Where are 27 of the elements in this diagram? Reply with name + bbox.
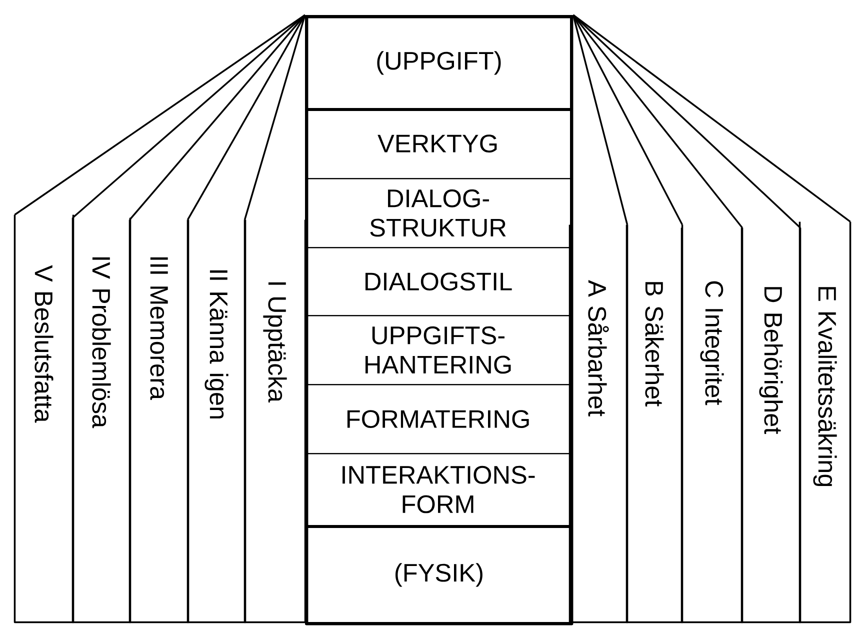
fan-line <box>244 14 306 220</box>
column-strip: V Beslutsfatta <box>14 214 74 624</box>
fan-line <box>572 14 628 225</box>
layer-box: FORMATERING <box>305 384 572 454</box>
layer-box: DIALOG- STRUKTUR <box>305 178 572 248</box>
column-strip: III Memorera <box>128 220 190 624</box>
fan-line <box>129 14 306 220</box>
fan-line <box>572 14 851 222</box>
layer-box: VERKTYG <box>305 108 572 180</box>
fan-line <box>572 14 684 226</box>
column-strip: IV Problemlösa <box>72 218 132 624</box>
column-strip: E Kvalitetssäkring <box>798 222 852 624</box>
column-strip: D Behörighet <box>740 228 802 624</box>
column-strip: I Upptäcka <box>244 220 306 624</box>
fan-line <box>14 14 306 216</box>
column-strip: A Sårbarhet <box>568 224 628 624</box>
layer-box: (FYSIK) <box>305 525 573 625</box>
fan-line <box>72 14 306 218</box>
column-strip: II Känna igen <box>186 220 246 624</box>
fan-line <box>572 14 743 228</box>
column-strip: C Integritet <box>680 228 744 624</box>
column-strip: B Säkerhet <box>626 224 684 624</box>
fan-line <box>572 14 801 228</box>
layer-box: (UPPGIFT) <box>305 15 573 111</box>
layer-box: INTERAKTIONS- FORM <box>305 453 572 526</box>
layer-box: DIALOGSTIL <box>305 247 572 316</box>
layer-box: UPPGIFTS- HANTERING <box>305 315 572 386</box>
